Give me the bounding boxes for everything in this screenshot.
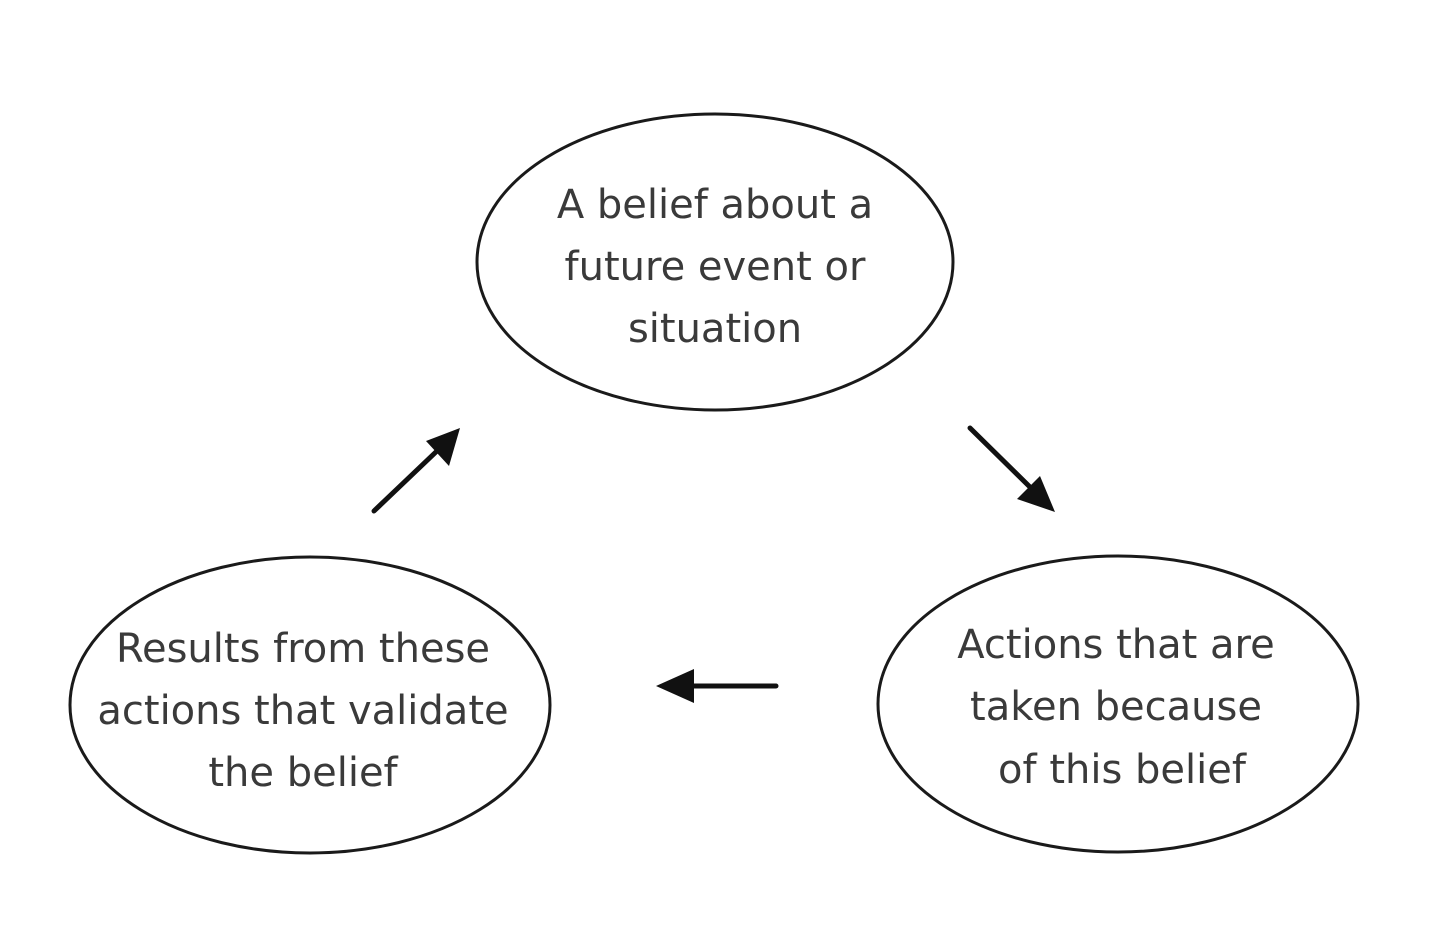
node-belief-line-2: future event or <box>565 244 866 290</box>
node-belief: A belief about a future event or situati… <box>475 112 955 412</box>
arrow-actions-to-results <box>656 669 779 703</box>
node-belief-ellipse <box>475 112 955 412</box>
arrow-actions-to-results-head-icon <box>656 669 694 703</box>
node-belief-line-3: situation <box>628 306 802 352</box>
arrow-results-to-belief <box>371 428 460 514</box>
node-results-line-1: Results from these <box>116 626 490 672</box>
node-actions-line-3: of this belief <box>998 747 1247 793</box>
node-actions: Actions that are taken because of this b… <box>876 554 1360 854</box>
node-results: Results from these actions that validate… <box>68 555 552 855</box>
arrow-results-to-belief-shaft <box>371 447 441 514</box>
node-results-ellipse <box>68 555 552 855</box>
arrow-belief-to-actions <box>967 425 1055 512</box>
node-actions-line-2: taken because <box>970 684 1262 730</box>
node-results-line-2: actions that validate <box>97 688 508 734</box>
node-belief-line-1: A belief about a <box>557 182 873 228</box>
arrow-belief-to-actions-head-icon <box>1017 476 1055 512</box>
node-results-line-3: the belief <box>208 750 398 796</box>
node-actions-line-1: Actions that are <box>957 622 1274 668</box>
node-actions-ellipse <box>876 554 1360 854</box>
arrow-results-to-belief-head-icon <box>426 428 460 466</box>
arrow-belief-to-actions-shaft <box>967 425 1036 493</box>
